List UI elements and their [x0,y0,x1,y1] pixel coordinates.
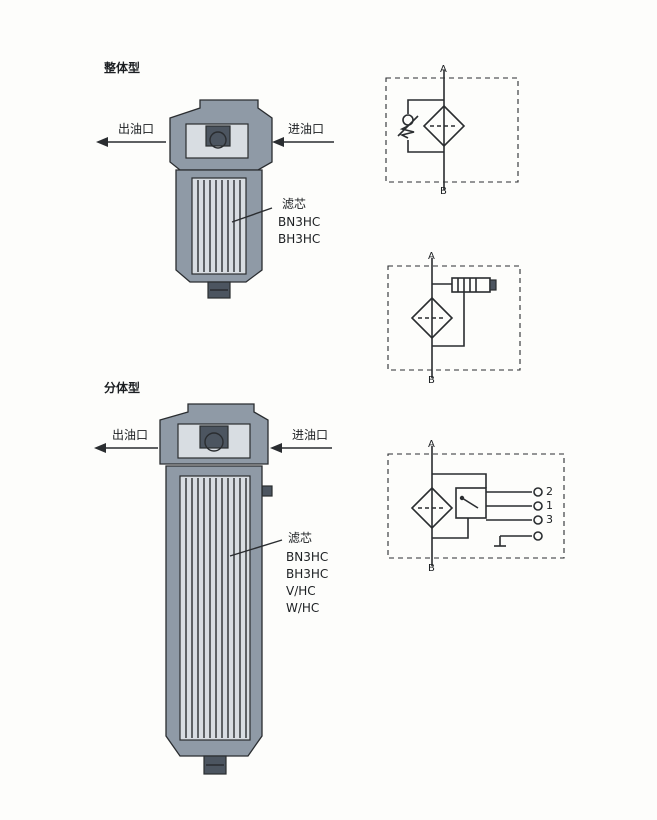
electric-terminal-label-2: 2 [546,485,553,498]
integral-outlet-label: 出油口 [118,122,155,136]
integral-type-title: 整体型 [104,61,141,75]
electric-symbol-port-b: B [428,563,435,574]
split-element-model-2: BH3HC [286,567,329,581]
split-type-title: 分体型 [104,381,141,395]
indicator-symbol-port-a: A [428,251,435,262]
split-outlet-label: 出油口 [112,428,149,442]
split-element-model-4: W/HC [286,601,320,615]
split-element-model-3: V/HC [286,584,316,598]
integral-inlet-label: 进油口 [288,122,325,136]
integral-element-title: 滤芯 [282,197,307,211]
electric-terminal-label-1: 1 [546,499,553,512]
indicator-symbol-port-b: B [428,375,435,386]
electric-symbol-port-a: A [428,439,435,450]
bypass-symbol-port-b: B [440,186,447,197]
split-inlet-label: 进油口 [292,428,329,442]
integral-element-model-2: BH3HC [278,232,321,246]
split-element-model-1: BN3HC [286,550,329,564]
integral-element-model-1: BN3HC [278,215,321,229]
electric-terminal-label-3: 3 [546,513,553,526]
bypass-symbol-port-a: A [440,64,447,75]
split-element-title: 滤芯 [288,531,313,545]
